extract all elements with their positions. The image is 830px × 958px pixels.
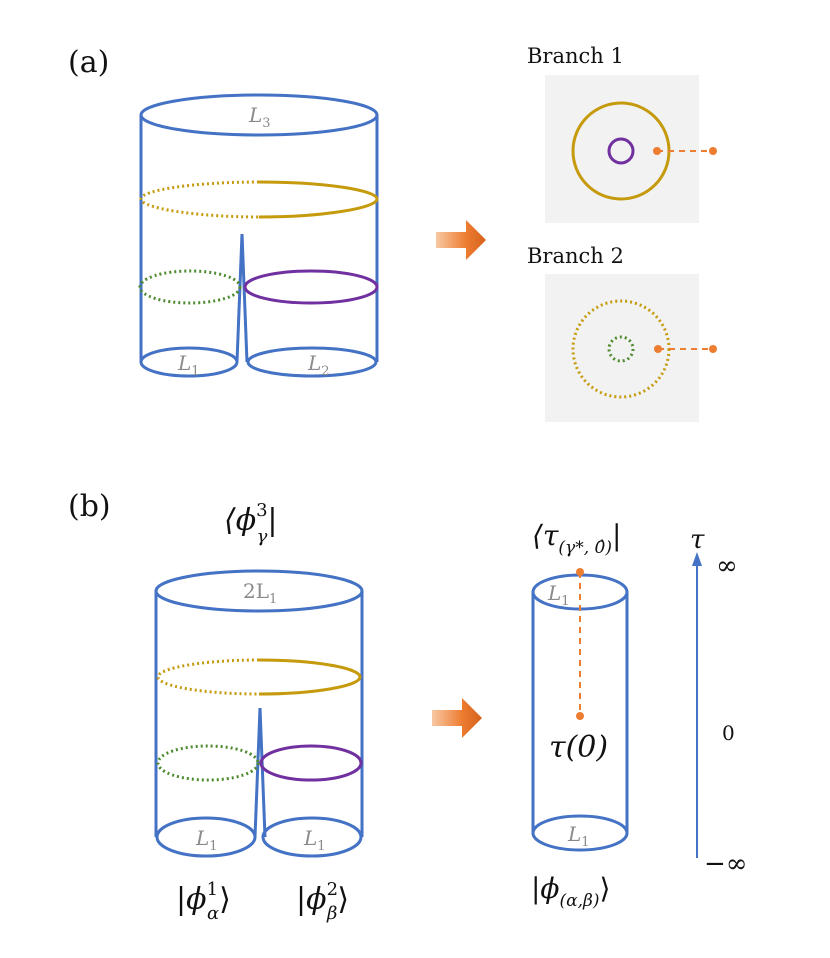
gold-loop-back xyxy=(156,658,260,696)
branch-2-dot-right xyxy=(709,345,717,353)
branch-1-purple-circle xyxy=(607,137,635,165)
tube-top-l1: L1 xyxy=(547,581,570,609)
tau-axis-name: τ xyxy=(690,525,705,555)
tube-bottom-l1: L1 xyxy=(567,822,590,850)
tube-bottom-ellipse xyxy=(531,814,629,852)
green-loop xyxy=(156,744,260,782)
tau-axis-bottom: −∞ xyxy=(704,849,747,879)
green-loop xyxy=(138,269,242,305)
branch-1-panel xyxy=(545,75,717,223)
panel-b-surface xyxy=(154,569,364,858)
gold-loop-front xyxy=(258,658,362,696)
label-2l1: 2L1 xyxy=(243,579,277,607)
branch-1-title: Branch 1 xyxy=(527,44,624,68)
label-l3: L3 xyxy=(248,103,271,131)
label-l2: L2 xyxy=(307,351,330,379)
gold-loop-back xyxy=(139,180,260,219)
tau-zero-label: τ(0) xyxy=(549,730,608,765)
tau-axis xyxy=(692,552,702,858)
panel-b-loops xyxy=(156,658,363,782)
panel-a-label: (a) xyxy=(68,45,109,80)
tube-dot-top xyxy=(576,568,584,576)
branch-2-green-circle xyxy=(607,335,635,363)
arrow-b xyxy=(432,698,482,738)
panel-a-surface xyxy=(139,93,379,378)
panel-b-label: (b) xyxy=(68,489,111,524)
arrow-a xyxy=(436,220,486,260)
bottom-ellipse-right xyxy=(261,816,363,858)
branch-2-dot-left xyxy=(654,345,662,353)
bottom-ellipse-l2 xyxy=(246,346,378,378)
purple-loop xyxy=(259,744,363,782)
tau-axis-arrowhead xyxy=(692,552,702,566)
gold-loop-front xyxy=(258,180,379,219)
tau-axis-top: ∞ xyxy=(716,551,738,581)
branch-cut xyxy=(253,707,267,838)
state-tau-top: ⟨τ(γ*, 0̂)| xyxy=(532,519,621,558)
label-l1: L1 xyxy=(177,351,200,379)
branch-1-dot-right xyxy=(709,147,717,155)
purple-loop xyxy=(243,269,379,305)
branch-cut xyxy=(235,233,249,363)
tube-dot-tau0 xyxy=(576,712,584,720)
branch-2-title: Branch 2 xyxy=(527,244,624,268)
tau-axis-mid: 0 xyxy=(722,721,735,745)
label-right-l1: L1 xyxy=(303,826,326,854)
branch-2-panel xyxy=(545,274,717,422)
label-left-l1: L1 xyxy=(195,826,218,854)
branch-1-dot-left xyxy=(653,147,661,155)
state-phi-alpha-beta: |ϕ(α,β)⟩ xyxy=(531,872,610,911)
panel-a-loops xyxy=(138,180,379,305)
